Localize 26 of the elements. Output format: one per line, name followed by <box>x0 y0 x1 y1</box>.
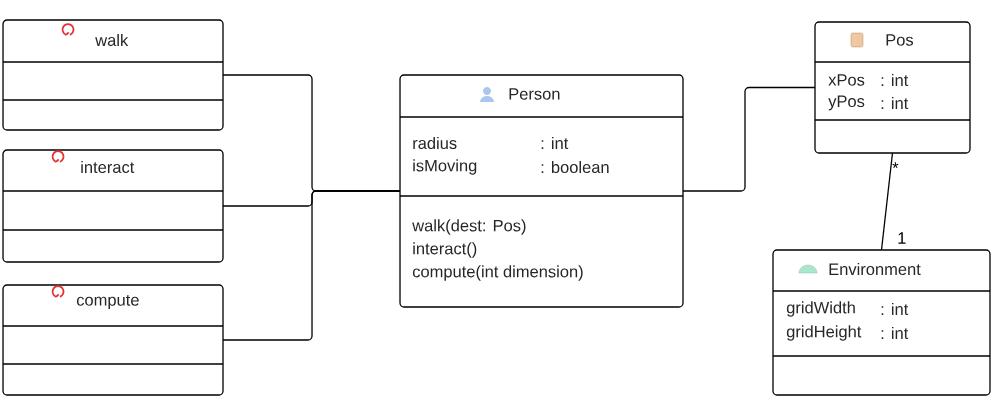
connector-line <box>880 152 894 251</box>
method-text: compute(int dimension) <box>412 265 583 281</box>
attribute-type: : int <box>881 96 909 110</box>
attribute-name: radius <box>413 136 457 150</box>
class-name: compute <box>76 294 139 310</box>
attribute-name: yPos <box>828 95 865 111</box>
multiplicity-label: * <box>892 162 899 169</box>
class-name: Pos <box>886 34 914 46</box>
class-name: Person <box>509 88 560 100</box>
attribute-type: : int <box>881 302 909 316</box>
attribute-name: gridWidth <box>786 301 855 317</box>
connector-line <box>682 86 816 192</box>
attribute-type: : int <box>881 73 909 87</box>
method-text: walk(dest: Pos) <box>412 219 526 235</box>
class-name: interact <box>81 160 135 174</box>
attribute-name: gridHeight <box>786 325 862 341</box>
attribute-type: : boolean <box>541 160 609 174</box>
attribute-name: xPos <box>828 74 865 86</box>
class-name: walk <box>95 33 129 47</box>
multiplicity-label: 1 <box>898 232 906 244</box>
connector-line <box>222 190 401 341</box>
attribute-type: : int <box>541 136 569 150</box>
attribute-type: : int <box>881 326 909 340</box>
method-text: interact() <box>413 242 477 258</box>
attribute-name: isMoving <box>413 159 477 175</box>
class-name: Environment <box>829 262 921 276</box>
